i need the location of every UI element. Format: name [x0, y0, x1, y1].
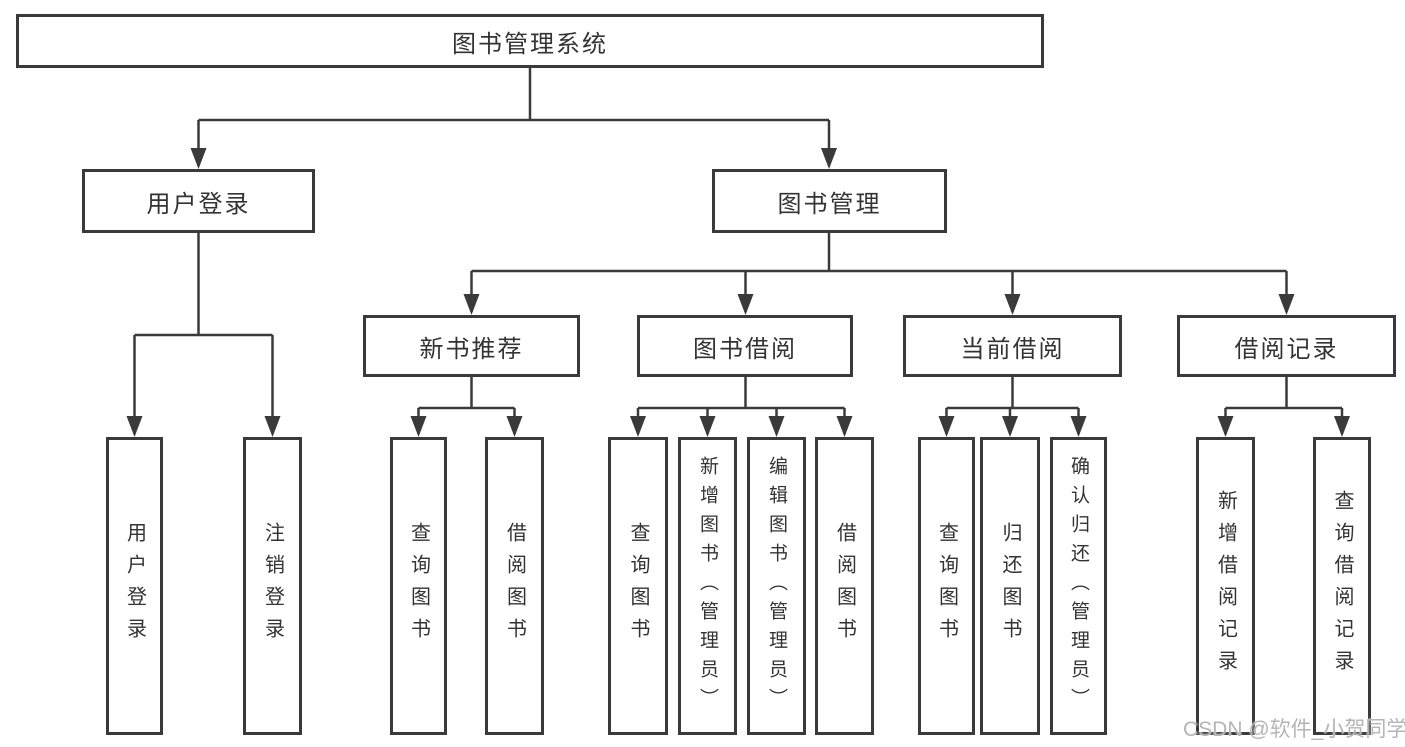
node-user-login-label: 用户登录 [146, 190, 251, 218]
connector-lines [133, 68, 1344, 434]
leaf-query-borrow-record: 查询借阅记录 [1313, 437, 1371, 735]
leaf-user-login: 用户登录 [106, 437, 163, 735]
leaf-edit-books-admin: 编辑图书（管理员） [747, 437, 806, 735]
leaf-query-books-current: 查询图书 [918, 437, 975, 735]
leaf-user-login-label: 用户登录 [123, 522, 146, 650]
leaf-confirm-return-admin-label: 确认归还（管理员） [1068, 455, 1089, 717]
leaf-query-books-borrow-label: 查询图书 [627, 522, 649, 650]
node-root-label: 图书管理系统 [452, 30, 608, 58]
leaf-borrow-books: 借阅图书 [815, 437, 874, 735]
leaf-query-books-borrow: 查询图书 [608, 437, 668, 735]
node-current-borrow: 当前借阅 [903, 315, 1122, 377]
leaf-logout: 注销登录 [243, 437, 302, 735]
leaf-logout-label: 注销登录 [261, 522, 284, 650]
node-borrow-records: 借阅记录 [1177, 315, 1396, 377]
leaf-query-borrow-record-label: 查询借阅记录 [1331, 490, 1353, 682]
node-book-management: 图书管理 [712, 169, 947, 233]
node-user-login: 用户登录 [82, 169, 315, 233]
csdn-watermark: CSDN @软件_小贺同学 [1183, 718, 1405, 741]
node-new-book-recommend: 新书推荐 [363, 315, 580, 377]
node-root-library-system: 图书管理系统 [16, 14, 1044, 68]
leaf-borrow-books-recommend-label: 借阅图书 [503, 522, 526, 650]
leaf-borrow-books-label: 借阅图书 [833, 522, 856, 650]
leaf-add-borrow-record-label: 新增借阅记录 [1214, 490, 1237, 682]
leaf-query-books-current-label: 查询图书 [935, 522, 958, 650]
node-book-borrow: 图书借阅 [637, 315, 853, 377]
leaf-confirm-return-admin: 确认归还（管理员） [1050, 437, 1107, 735]
leaf-edit-books-admin-label: 编辑图书（管理员） [766, 455, 787, 717]
node-new-book-recommend-label: 新书推荐 [419, 335, 524, 363]
node-book-borrow-label: 图书借阅 [693, 335, 797, 363]
node-borrow-records-label: 借阅记录 [1234, 335, 1339, 363]
leaf-query-books-recommend-label: 查询图书 [407, 522, 430, 650]
leaf-query-books-recommend: 查询图书 [390, 437, 447, 735]
leaf-add-borrow-record: 新增借阅记录 [1196, 437, 1255, 735]
leaf-add-books-admin-label: 新增图书（管理员） [697, 455, 718, 717]
arrowheads [126, 148, 1350, 437]
leaf-return-books-label: 归还图书 [999, 522, 1021, 650]
leaf-borrow-books-recommend: 借阅图书 [485, 437, 544, 735]
leaf-return-books: 归还图书 [980, 437, 1040, 735]
node-current-borrow-label: 当前借阅 [960, 335, 1065, 363]
leaf-add-books-admin: 新增图书（管理员） [678, 437, 737, 735]
node-book-management-label: 图书管理 [777, 190, 882, 218]
